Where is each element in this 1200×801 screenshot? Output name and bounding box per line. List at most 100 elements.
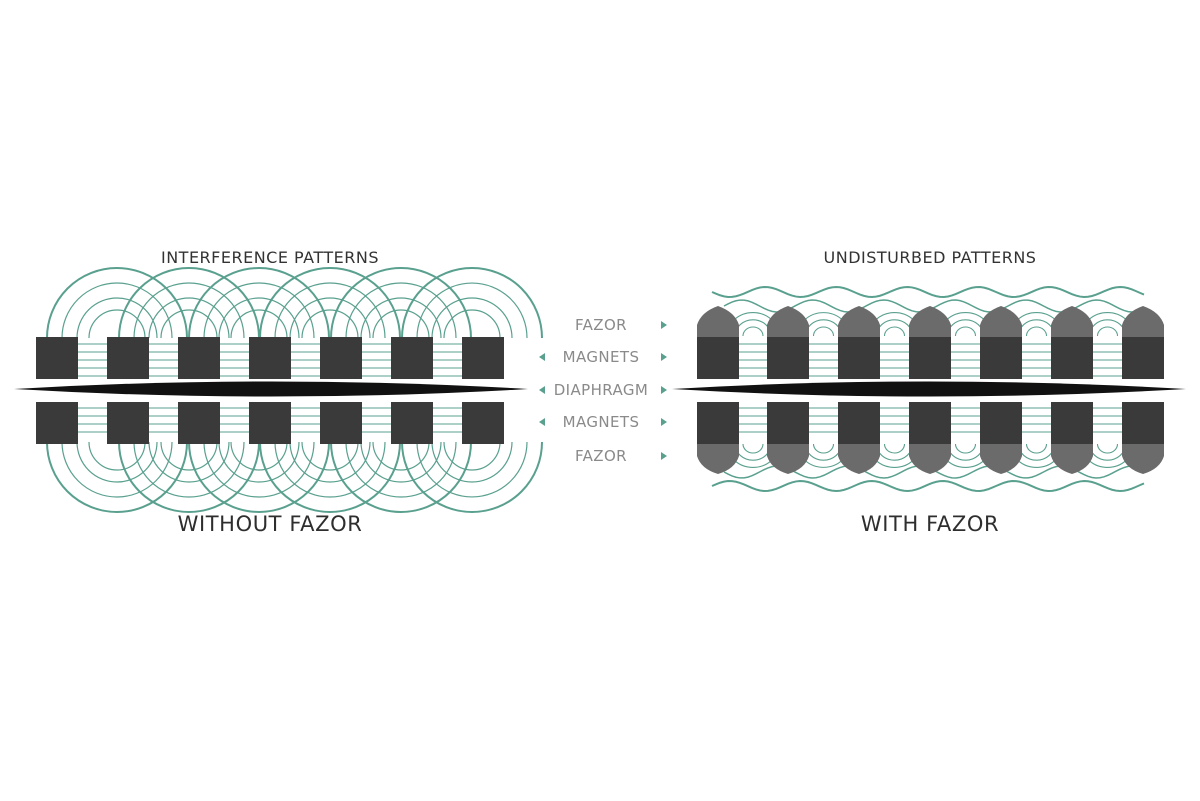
- fazor-cap-bottom: [767, 444, 809, 474]
- field-arc-top: [46, 267, 188, 339]
- legend-arrow-left: [539, 418, 545, 426]
- field-arc-top: [301, 309, 359, 339]
- fazor-cap-top: [909, 306, 951, 337]
- right-caption: WITH FAZOR: [860, 512, 1000, 536]
- field-arc-bottom: [416, 441, 528, 498]
- magnet-bottom: [107, 402, 149, 444]
- field-arc-bottom: [1017, 443, 1056, 461]
- legend-arrow-right: [661, 418, 667, 426]
- magnet-bottom: [980, 402, 1022, 444]
- left-caption: WITHOUT FAZOR: [177, 512, 363, 536]
- field-arc-top: [230, 309, 288, 339]
- field-arc-bottom: [118, 441, 260, 513]
- magnet-top: [320, 337, 362, 379]
- field-arc-top: [401, 267, 543, 339]
- field-arc-bottom: [259, 441, 401, 513]
- field-arc-top: [1017, 319, 1056, 337]
- magnet-bottom: [838, 402, 880, 444]
- legend-arrows: [539, 321, 667, 460]
- fazor-cap-bottom: [1122, 444, 1164, 474]
- legend-arrow-right: [661, 386, 667, 394]
- field-arc-bottom: [401, 441, 543, 513]
- left-magnets: [36, 337, 504, 444]
- field-arc-top: [416, 282, 528, 339]
- field-arc-bottom: [1088, 443, 1127, 461]
- fazor-cap-top: [767, 306, 809, 337]
- magnet-bottom: [391, 402, 433, 444]
- field-arc-bottom: [330, 441, 472, 513]
- field-arc-top: [133, 282, 245, 339]
- field-arc-top: [1088, 319, 1127, 337]
- fazor-cap-bottom: [838, 444, 880, 474]
- field-arc-bottom: [443, 441, 501, 471]
- field-arc-top: [734, 319, 772, 337]
- wave-line-top: [711, 285, 1145, 299]
- field-arc-top: [804, 319, 843, 337]
- field-arc-top: [875, 319, 914, 337]
- magnet-top: [178, 337, 220, 379]
- field-arc-bottom: [61, 441, 173, 498]
- field-arc-bottom: [148, 441, 230, 483]
- fazor-cap-top: [1051, 306, 1093, 337]
- legend-arrow-right: [661, 321, 667, 329]
- field-arc-top: [431, 297, 513, 339]
- field-arc-bottom: [218, 441, 300, 483]
- field-arc-bottom: [431, 441, 513, 483]
- magnet-bottom: [1122, 402, 1164, 444]
- field-arc-bottom: [203, 441, 315, 498]
- fazor-cap-bottom: [697, 444, 739, 474]
- field-arc-bottom: [230, 441, 288, 471]
- legend-arrow-left: [539, 386, 545, 394]
- magnet-top: [249, 337, 291, 379]
- legend-label-fazor-top: FAZOR: [574, 316, 628, 334]
- fazor-cap-top: [1122, 306, 1164, 337]
- field-arc-top: [1096, 326, 1119, 337]
- field-arc-top: [61, 282, 173, 339]
- field-arc-bottom: [372, 441, 430, 471]
- magnet-bottom: [1051, 402, 1093, 444]
- magnet-bottom: [36, 402, 78, 444]
- magnet-bottom: [462, 402, 504, 444]
- field-arc-bottom: [274, 441, 386, 498]
- field-arc-bottom: [812, 443, 835, 454]
- field-arc-top: [946, 319, 985, 337]
- field-arc-top: [742, 326, 764, 337]
- legend-arrow-right: [661, 452, 667, 460]
- field-arc-bottom: [804, 443, 843, 461]
- magnet-top: [1051, 337, 1093, 379]
- magnet-top: [107, 337, 149, 379]
- field-arc-bottom: [188, 441, 330, 513]
- legend-label-fazor-bottom: FAZOR: [574, 447, 628, 465]
- fazor-cap-bottom: [1051, 444, 1093, 474]
- wave-line-bottom: [711, 479, 1145, 493]
- left-heading: INTERFERENCE PATTERNS: [160, 248, 379, 267]
- legend-arrow-right: [661, 353, 667, 361]
- field-arc-bottom: [946, 443, 985, 461]
- magnet-bottom: [178, 402, 220, 444]
- magnet-top: [1122, 337, 1164, 379]
- magnet-bottom: [909, 402, 951, 444]
- right-heading: UNDISTURBED PATTERNS: [823, 248, 1037, 267]
- field-arc-bottom: [160, 441, 218, 471]
- legend-label-magnets-bottom: MAGNETS: [562, 413, 640, 431]
- magnet-top: [909, 337, 951, 379]
- magnet-bottom: [767, 402, 809, 444]
- diaphragm-right: [672, 381, 1186, 397]
- magnet-top: [391, 337, 433, 379]
- field-arc-top: [330, 267, 472, 339]
- magnet-top: [697, 337, 739, 379]
- fazor-cap-bottom: [980, 444, 1022, 474]
- field-arc-top: [1025, 326, 1048, 337]
- fazor-cap-bottom: [909, 444, 951, 474]
- field-arc-bottom: [742, 443, 764, 454]
- field-arc-bottom: [301, 441, 359, 471]
- field-arc-bottom: [345, 441, 457, 498]
- magnet-bottom: [697, 402, 739, 444]
- magnet-bottom: [320, 402, 362, 444]
- field-arc-bottom: [133, 441, 245, 498]
- field-arc-top: [289, 297, 371, 339]
- field-arc-top: [203, 282, 315, 339]
- field-arc-top: [160, 309, 218, 339]
